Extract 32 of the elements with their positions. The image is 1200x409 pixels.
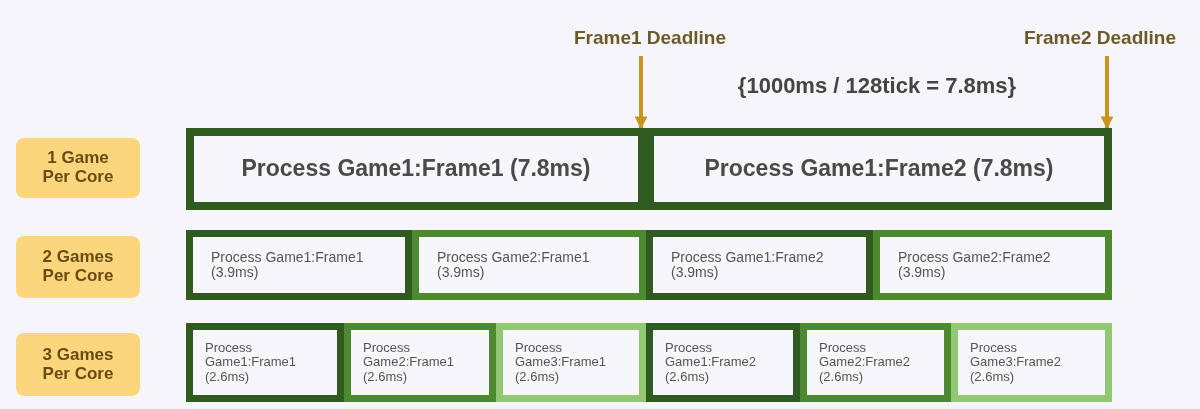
task-box bbox=[873, 230, 1112, 300]
task-box bbox=[186, 230, 412, 300]
task-label: Process Game3:Frame1 (2.6ms) bbox=[515, 341, 608, 384]
task-box bbox=[646, 128, 1112, 210]
task-label: Process Game2:Frame1 (3.9ms) bbox=[437, 249, 591, 281]
row-label-badge: 1 Game Per Core bbox=[16, 138, 140, 198]
task-label: Process Game2:Frame2 (2.6ms) bbox=[819, 341, 912, 384]
formula-label: {1000ms / 128tick = 7.8ms} bbox=[736, 72, 1018, 100]
task-label: Process Game1:Frame1 (2.6ms) bbox=[205, 341, 298, 384]
task-label: Process Game1:Frame2 (7.8ms) bbox=[704, 156, 1054, 182]
task-box bbox=[186, 128, 646, 210]
deadline-label: Frame2 Deadline bbox=[1000, 20, 1200, 56]
task-label: Process Game2:Frame1 (2.6ms) bbox=[363, 341, 456, 384]
task-box bbox=[496, 323, 646, 402]
task-label: Process Game1:Frame1 (3.9ms) bbox=[211, 249, 365, 281]
deadline-label: Frame1 Deadline bbox=[560, 20, 740, 56]
task-box bbox=[646, 230, 873, 300]
row-label-badge: 3 Games Per Core bbox=[16, 333, 140, 396]
task-label: Process Game1:Frame2 (2.6ms) bbox=[665, 341, 758, 384]
task-label: Process Game3:Frame2 (2.6ms) bbox=[970, 341, 1063, 384]
task-label: Process Game2:Frame2 (3.9ms) bbox=[898, 249, 1052, 281]
task-label: Process Game1:Frame1 (7.8ms) bbox=[241, 156, 591, 182]
row-label-badge: 2 Games Per Core bbox=[16, 236, 140, 298]
task-box bbox=[412, 230, 646, 300]
task-box bbox=[186, 323, 344, 402]
task-box bbox=[951, 323, 1112, 402]
task-box bbox=[800, 323, 951, 402]
task-box bbox=[646, 323, 800, 402]
arrow bbox=[634, 56, 648, 130]
task-box bbox=[344, 323, 496, 402]
arrow bbox=[1100, 56, 1114, 130]
task-label: Process Game1:Frame2 (3.9ms) bbox=[671, 249, 825, 281]
